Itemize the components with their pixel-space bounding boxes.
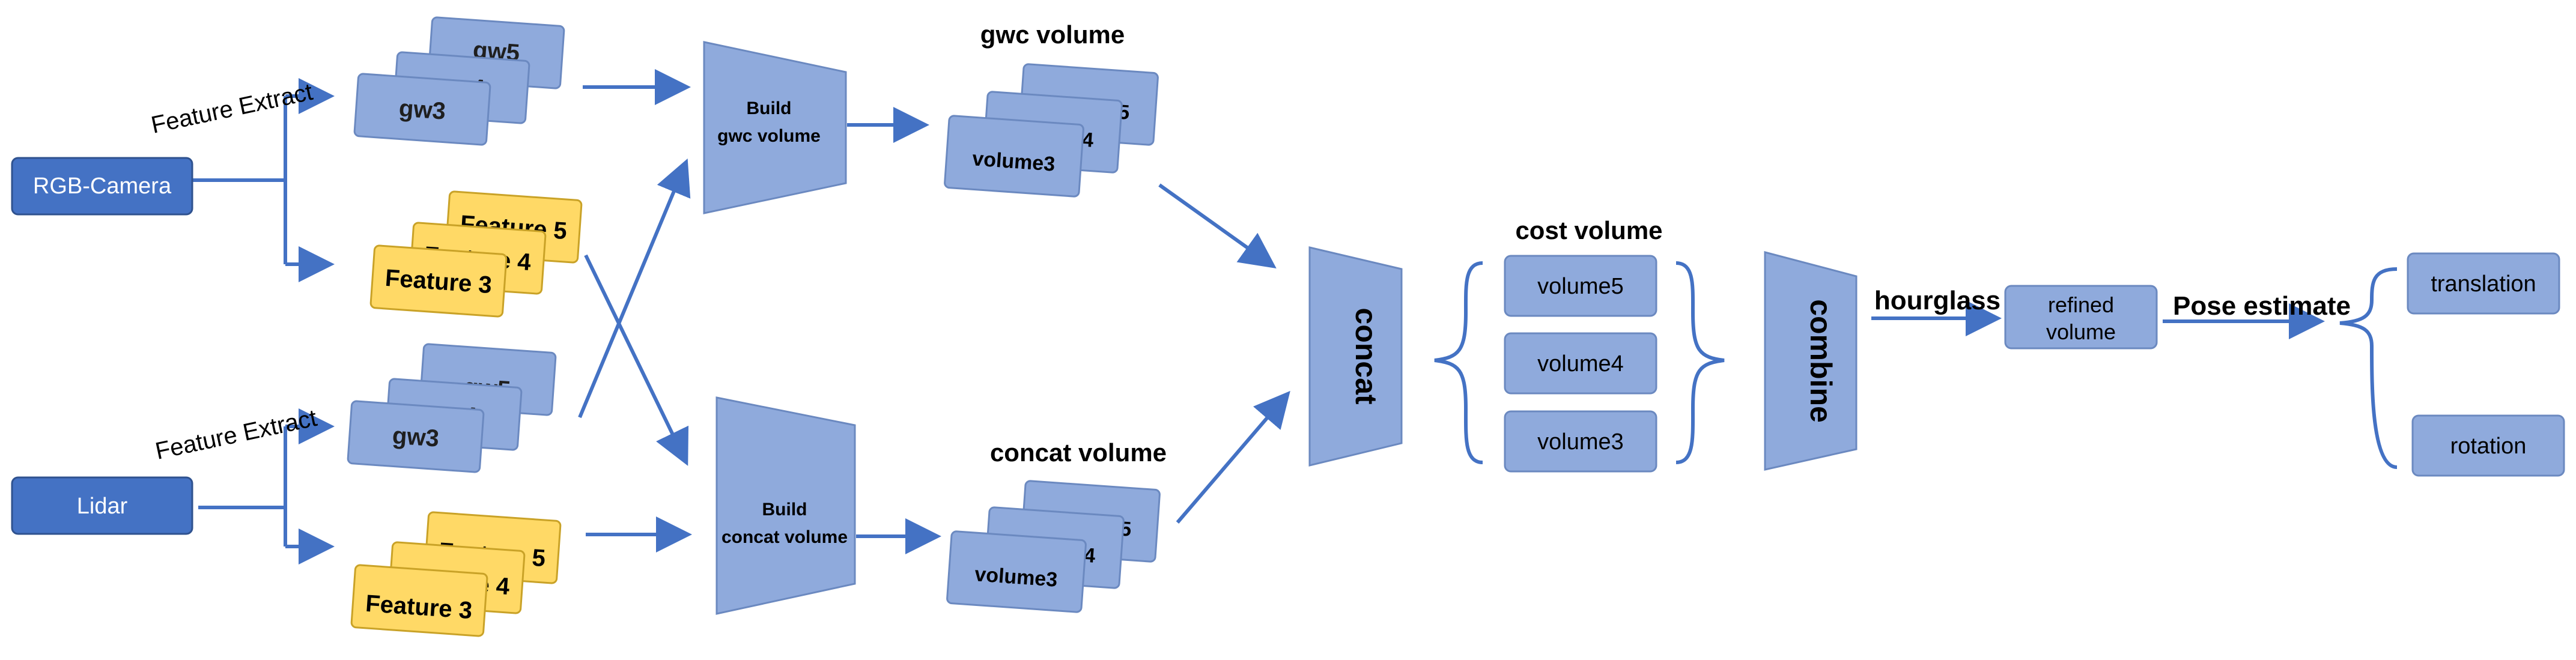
feature-extract-label-bottom: Feature Extract [153,405,320,465]
concat-volume-title: concat volume [990,438,1167,467]
gw-lidar-to-build-gwc-arrow [578,158,691,419]
cost-volume4-card: volume4 [1504,332,1657,395]
rgb-camera-block: RGB-Camera [11,157,193,216]
concat-volume-stack: volume5 volume4 volume3 [946,480,1161,613]
gwc-volume-title: gwc volume [980,20,1125,49]
build-gwc-volume-block: Build gwc volume [703,41,847,214]
feature-camera-to-build-concat-arrow [584,254,689,466]
rgb-camera-label: RGB-Camera [33,174,172,199]
build-gwc-label-line1: Build [747,98,792,118]
cost-volume-left-brace [1434,261,1483,464]
feature-extract-label-top: Feature Extract [149,79,315,139]
lidar-label: Lidar [77,494,128,519]
refined-volume-block: refined volume [2004,285,2158,350]
feature-stack-camera: Feature 5 Feature 4 Feature 3 [369,190,583,318]
cost-volume-title: cost volume [1515,216,1662,244]
cost-volume-right-brace [1675,261,1725,464]
build-concat-label-line2: concat volume [721,527,848,547]
combine-block-label: combine [1804,299,1838,423]
feature3-card: Feature 3 [369,244,508,318]
lidar-fork-connector [198,426,287,546]
volume3-card: volume3 [946,530,1087,613]
lidar-block: Lidar [11,476,193,535]
refined-label-line2: volume [2046,319,2116,344]
rotation-output: rotation [2411,414,2565,477]
gwc-volumes-to-concat-arrow [1158,183,1277,268]
build-gwc-label-line2: gwc volume [717,126,821,146]
pose-estimate-brace [2339,267,2398,469]
build-concat-volume-block: Build concat volume [715,396,856,615]
gw-stack-camera: gw5 gw4 gw3 [353,16,565,146]
connectors [192,69,2398,565]
gw-stack-lidar: gw5 gw4 gw3 [347,343,557,473]
concat-block: concat [1308,246,1403,467]
build-concat-label-line1: Build [762,500,807,519]
gw3-card: gw3 [353,73,491,146]
gw3-label: gw3 [392,422,440,452]
cost-volume3-label: volume3 [1537,429,1624,455]
cost-volume5-label: volume5 [1537,274,1624,299]
combine-block: combine [1764,251,1858,471]
feature-stack-lidar: Feature 5 Feature 4 Feature 3 [350,511,562,637]
cost-volume5-card: volume5 [1504,255,1657,317]
gw3-card: gw3 [347,400,485,473]
feature3-card: Feature 3 [350,564,488,637]
gw3-label: gw3 [398,95,447,124]
rotation-label: rotation [2450,434,2527,459]
gwc-volume-stack: volume5 volume4 volume3 [944,63,1159,198]
translation-label: translation [2431,271,2536,297]
pose-estimate-label: Pose estimate [2173,291,2351,321]
concat-block-label: concat [1349,307,1383,405]
translation-output: translation [2407,252,2560,315]
cost-volume3-card: volume3 [1504,410,1657,473]
cost-volume-stack: volume5 volume4 volume3 [1504,255,1657,473]
hourglass-label: hourglass [1874,286,2000,315]
concat-volumes-to-concat-arrow [1176,390,1290,524]
volume3-card: volume3 [944,115,1084,198]
camera-fork-connector [192,96,287,264]
cost-volume4-label: volume4 [1537,351,1624,377]
refined-label-line1: refined [2048,292,2114,317]
